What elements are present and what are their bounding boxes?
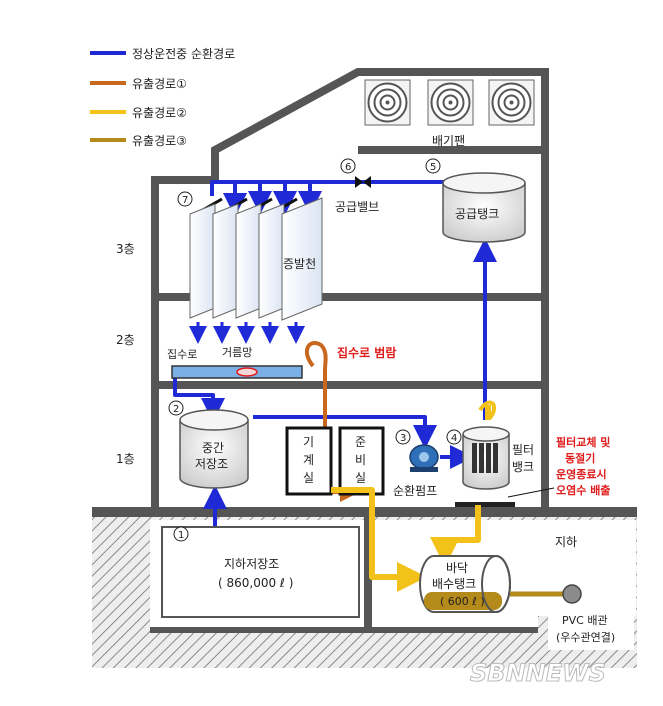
floor-tank-capacity: ( 600 ℓ ) xyxy=(440,595,485,608)
building-outline xyxy=(151,68,549,510)
supply-tank: 공급탱크 xyxy=(442,172,526,243)
markers: 7 6 5 2 3 4 1 xyxy=(168,158,462,542)
underground-tank: 지하저장조 ( 860,000 ℓ ) xyxy=(161,526,360,618)
marker-4: 4 xyxy=(446,429,462,445)
marker-2: 2 xyxy=(168,400,184,416)
evaporator-panel xyxy=(189,203,216,319)
pvc-pipe: PVC 배관 (우수관연결) xyxy=(548,584,634,650)
filter-stand xyxy=(455,502,515,507)
building xyxy=(150,68,549,633)
prep-room-char: 실 xyxy=(355,471,366,485)
underground-tank-label: 지하저장조 xyxy=(224,557,279,571)
filter-note-line: 운영종료시 xyxy=(556,468,607,481)
prep-room: 준 비 실 xyxy=(338,426,385,496)
panel-drips xyxy=(189,322,305,344)
evaporator-panel xyxy=(212,203,239,319)
collector-trough: 집수로 거름망 xyxy=(167,346,303,379)
fan-icon xyxy=(427,79,474,126)
marker-5: 5 xyxy=(425,158,441,174)
supply-valve-label: 공급밸브 xyxy=(335,200,379,214)
filter-note-line: 오염수 배출 xyxy=(556,483,610,497)
pump-label: 순환펌프 xyxy=(393,484,437,498)
pvc-label-1: PVC 배관 xyxy=(562,614,608,627)
evaporator-panel xyxy=(258,203,285,319)
pvc-label-box xyxy=(548,608,634,650)
floor-label-2: 2층 xyxy=(116,333,135,347)
legend-label-leak2: 유출경로② xyxy=(132,106,187,120)
filter-cartridges-icon xyxy=(472,443,498,473)
filter-bank-label-2: 뱅크 xyxy=(512,460,534,474)
machine-room-char: 실 xyxy=(303,471,314,485)
underground-tank-capacity: ( 860,000 ℓ ) xyxy=(218,576,293,590)
svg-text:3: 3 xyxy=(400,433,406,444)
overflow-label: 집수로 범람 xyxy=(337,345,396,360)
filter-bank-label-1: 필터 xyxy=(512,443,534,457)
machine-room-char: 계 xyxy=(303,453,314,467)
floor-label-1: 1층 xyxy=(116,452,135,466)
supply-pipe-top xyxy=(210,180,445,196)
evaporator-panel xyxy=(281,197,323,321)
pump-icon xyxy=(409,444,439,472)
leak-path-2 xyxy=(331,405,491,592)
filter-drain-path xyxy=(430,505,481,567)
overflow-path xyxy=(304,341,360,502)
prep-room-char: 준 xyxy=(355,435,366,449)
basement-label-box xyxy=(547,528,602,552)
filter-overflow-curl xyxy=(478,400,497,420)
room-drain-path xyxy=(331,487,427,592)
marker-6: 6 xyxy=(340,158,356,174)
pvc-label-2: (우수관연결) xyxy=(556,631,615,644)
supply-tank-label: 공급탱크 xyxy=(455,207,499,221)
marker-3: 3 xyxy=(395,429,411,445)
filter-note-line: 필터교체 및 xyxy=(556,435,610,449)
evaporator-panel xyxy=(235,203,262,319)
filter-note-line: 동절기 xyxy=(565,451,595,465)
legend-label-normal: 정상운전중 순환경로 xyxy=(132,47,235,61)
legend-label-leak3: 유출경로③ xyxy=(132,134,187,148)
evaporator-panels: 증발천 xyxy=(189,197,323,321)
svg-text:5: 5 xyxy=(430,162,436,173)
svg-text:2: 2 xyxy=(173,404,179,415)
svg-text:6: 6 xyxy=(345,162,351,173)
strainer-label: 거름망 xyxy=(222,346,252,359)
filter-note: 필터교체 및 동절기 운영종료시 오염수 배출 xyxy=(507,435,610,498)
collector-label: 집수로 xyxy=(167,348,197,361)
machine-room: 기 계 실 xyxy=(285,426,333,496)
pvc-pipe-icon xyxy=(562,584,582,604)
strainer-icon xyxy=(236,367,258,377)
legend: 정상운전중 순환경로 유출경로① 유출경로② 유출경로③ xyxy=(90,47,235,148)
collector-to-midtank xyxy=(173,372,225,422)
floor-drain-tank: 바닥 배수탱크 ( 600 ℓ ) xyxy=(419,555,511,613)
watermark: SBNNEWS xyxy=(470,659,606,687)
mid-tank-label-1: 중간 xyxy=(202,441,224,455)
mid-tank-label-2: 저장조 xyxy=(195,457,228,471)
filter-note-pointer xyxy=(507,487,555,498)
ground-slab xyxy=(92,507,637,517)
svg-text:7: 7 xyxy=(182,195,188,206)
svg-text:1: 1 xyxy=(178,530,184,541)
svg-text:4: 4 xyxy=(451,433,457,444)
floor-tank-label-2: 배수탱크 xyxy=(432,577,476,591)
floor-label-3: 3층 xyxy=(116,242,135,256)
marker-7: 7 xyxy=(177,191,193,207)
mid-tank: 중간 저장조 xyxy=(179,409,249,489)
floor-label-basement: 지하 xyxy=(555,535,577,549)
leak-path-1 xyxy=(304,341,360,502)
fan-icon xyxy=(488,79,535,126)
filter-bank: 필터 뱅크 xyxy=(455,426,534,507)
midtank-to-pump xyxy=(253,415,437,449)
evaporator-label: 증발천 xyxy=(283,256,316,271)
legend-label-leak1: 유출경로① xyxy=(132,77,187,91)
floor-tank-label-1: 바닥 xyxy=(446,561,468,575)
machine-room-char: 기 xyxy=(303,435,314,449)
fan-icon xyxy=(364,79,411,126)
supply-valve-icon xyxy=(355,176,371,188)
marker-1: 1 xyxy=(173,526,189,542)
exhaust-fans: 배기팬 xyxy=(364,79,535,148)
prep-room-char: 비 xyxy=(355,453,366,467)
exhaust-fan-label: 배기팬 xyxy=(432,134,465,148)
